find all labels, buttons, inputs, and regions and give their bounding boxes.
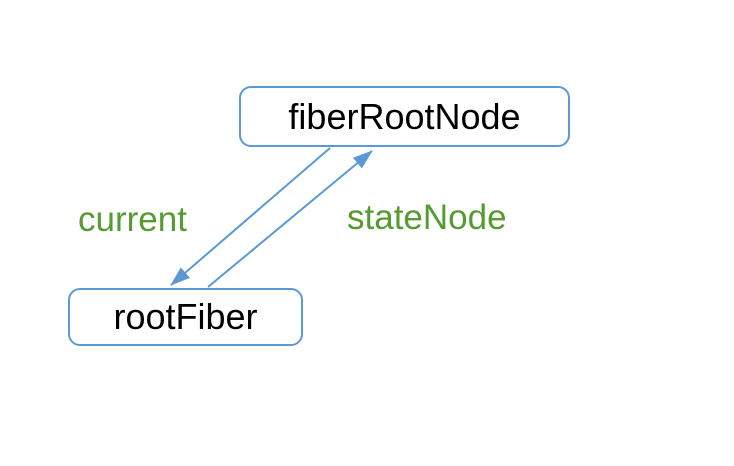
node-rootFiber: rootFiber (68, 288, 303, 346)
node-rootFiber-label: rootFiber (113, 296, 258, 337)
arrow-current (170, 147, 331, 286)
edge-label-stateNode: stateNode (347, 198, 507, 237)
node-fiberRootNode-label: fiberRootNode (288, 95, 521, 137)
node-fiberRootNode: fiberRootNode (239, 86, 570, 147)
arrow-stateNode (207, 150, 373, 288)
edge-label-current: current (78, 200, 187, 239)
